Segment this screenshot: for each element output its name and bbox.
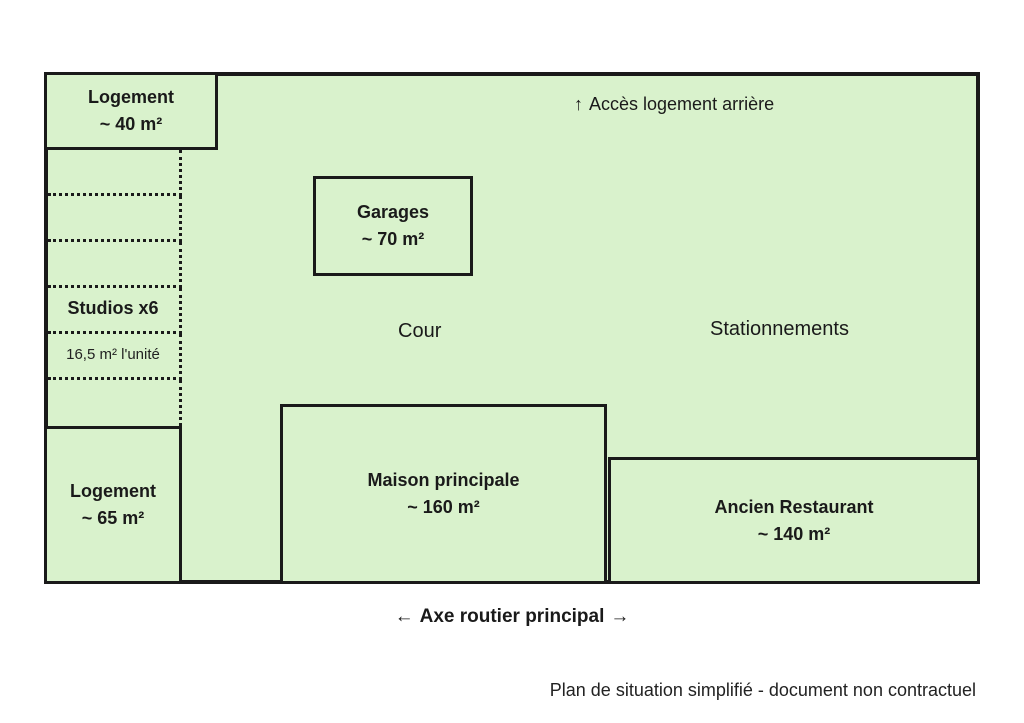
room-name: Logement: [69, 481, 156, 501]
zone-cour: Cour: [398, 320, 442, 342]
room-name: Logement: [87, 87, 174, 107]
room-logement-65: Logement ~ 65 m²: [44, 426, 182, 584]
studios-block: [48, 150, 182, 426]
studio-unit: [48, 380, 182, 426]
studios-unit-area: 16,5 m² l'unité: [66, 346, 160, 363]
site-plan: Logement ~ 40 m² Studios x6 16,5 m² l'un…: [44, 72, 980, 584]
studio-unit: [48, 150, 182, 196]
room-ancien-restaurant: Ancien Restaurant ~ 140 m²: [608, 457, 980, 584]
zone-stationnements: Stationnements: [710, 318, 849, 340]
room-logement-40: Logement ~ 40 m²: [44, 72, 218, 150]
studios-title: Studios x6: [67, 298, 159, 318]
arrow-up-icon: ↑: [574, 94, 583, 114]
plan-caption: Plan de situation simplifié - document n…: [549, 680, 976, 700]
room-name: Ancien Restaurant: [714, 496, 874, 517]
room-area: ~ 70 m²: [361, 229, 425, 249]
access-label: Accès logement arrière: [589, 94, 775, 114]
studio-unit: [48, 288, 182, 334]
room-name: Garages: [356, 202, 430, 222]
arrow-left-icon: ←: [394, 606, 414, 627]
room-area: ~ 65 m²: [81, 508, 145, 528]
studio-unit: [48, 196, 182, 242]
room-area: ~ 140 m²: [757, 523, 831, 544]
room-garages: Garages ~ 70 m²: [313, 176, 473, 276]
room-maison-principale: Maison principale ~ 160 m²: [280, 404, 607, 584]
arrow-right-icon: →: [610, 606, 630, 627]
room-area: ~ 40 m²: [99, 114, 163, 134]
road-label: Axe routier principal: [419, 606, 605, 627]
main-road: ←Axe routier principal→: [0, 606, 1024, 628]
access-rear-housing: ↑ Accès logement arrière: [568, 94, 774, 115]
room-name: Maison principale: [367, 470, 520, 490]
room-area: ~ 160 m²: [407, 497, 480, 517]
studio-unit: [48, 242, 182, 288]
studio-unit: [48, 334, 182, 380]
